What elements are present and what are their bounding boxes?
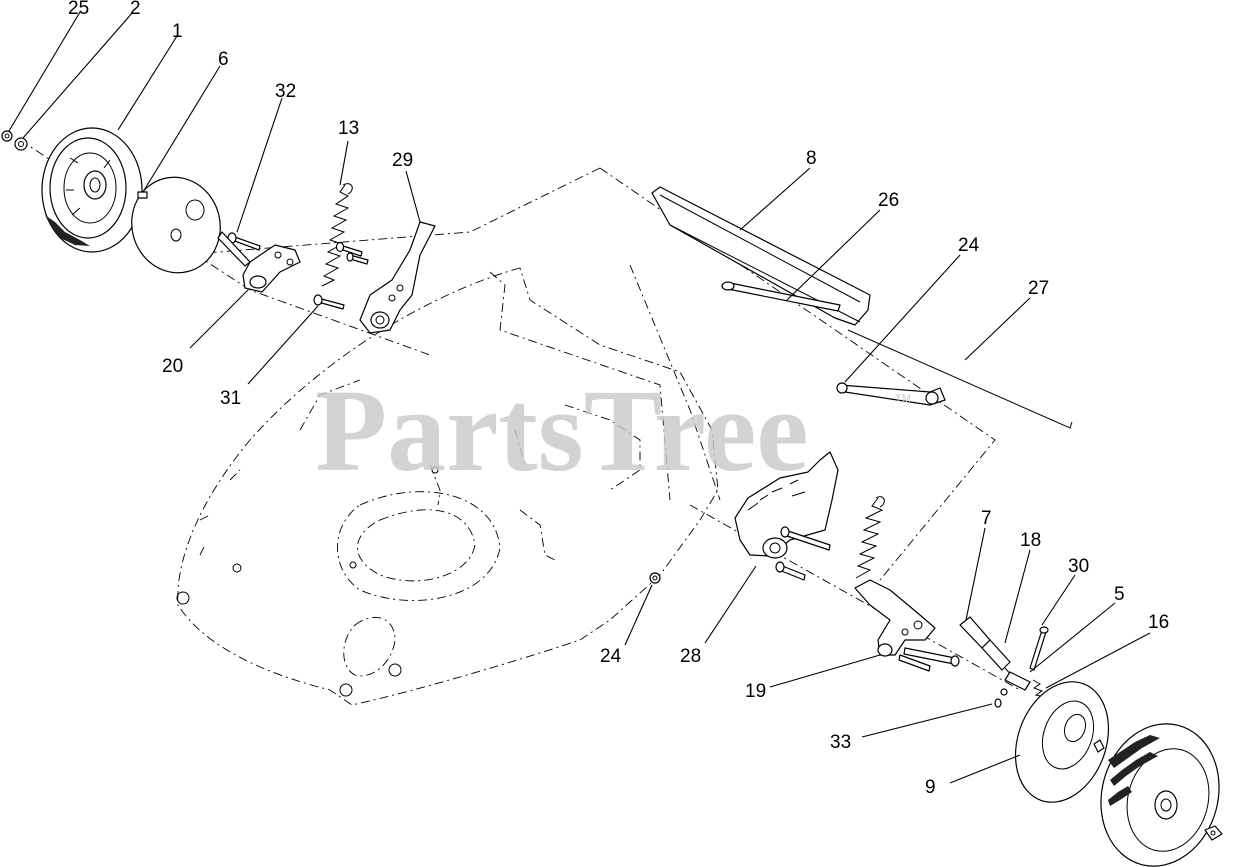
callout-9: 9 [925,777,936,798]
callout-8: 8 [806,148,817,169]
right-wheel-cover-9 [1014,681,1110,803]
leader-lines [8,11,1151,784]
callout-19: 19 [745,681,766,702]
spring-13 [321,183,353,287]
callout-16: 16 [1148,612,1169,633]
spring-right [855,496,885,579]
clip-33 [994,688,1008,708]
callout-1: 1 [172,21,183,42]
pin-30 [1029,626,1049,671]
watermark-trademark: TM [895,393,911,405]
pin-18 [1004,667,1031,691]
axle-washer [14,137,28,151]
callout-25: 25 [68,0,89,19]
shield-rod-26 [721,281,841,312]
callout-20: 20 [162,356,183,377]
left-wheel-cover [131,176,221,274]
height-adjust-plate-left [359,221,436,334]
watermark-brand: PartsTree [315,365,809,496]
callout-31: 31 [220,388,241,409]
callout-6: 6 [218,49,229,70]
right-wheel [1100,723,1220,867]
height-adjust-plate-right [734,451,839,581]
bolt-31 [313,294,345,310]
callout-7: 7 [981,508,992,529]
watermark: PartsTree TM [315,365,911,496]
height-bracket-left [217,231,301,293]
callout-33: 33 [830,732,851,753]
left-wheel [41,127,143,253]
callout-24-top: 24 [958,235,980,256]
callout-13: 13 [338,118,359,139]
callout-26: 26 [878,190,899,211]
callouts: 25 2 1 6 32 13 29 8 26 24 27 20 31 7 18 … [68,0,1169,798]
control-rod-27 [847,329,1073,429]
small-bolts-29 [335,241,369,265]
lever-grip-7 [959,616,1011,671]
shield-hinge-24a [836,382,946,406]
spring-16 [1032,679,1045,698]
callout-28: 28 [680,646,701,667]
callout-5: 5 [1114,584,1125,605]
callout-27: 27 [1028,278,1049,299]
callout-30: 30 [1068,556,1089,577]
callout-32: 32 [275,81,296,102]
callout-2: 2 [130,0,141,19]
deck-nut-24b [649,572,661,584]
callout-18: 18 [1020,530,1041,551]
callout-24-bottom: 24 [600,646,622,667]
right-axle-nut [1204,825,1223,841]
height-lever-19 [854,579,960,672]
mower-deck [176,167,996,706]
callout-29: 29 [392,150,413,171]
axle-nut [1,130,13,142]
